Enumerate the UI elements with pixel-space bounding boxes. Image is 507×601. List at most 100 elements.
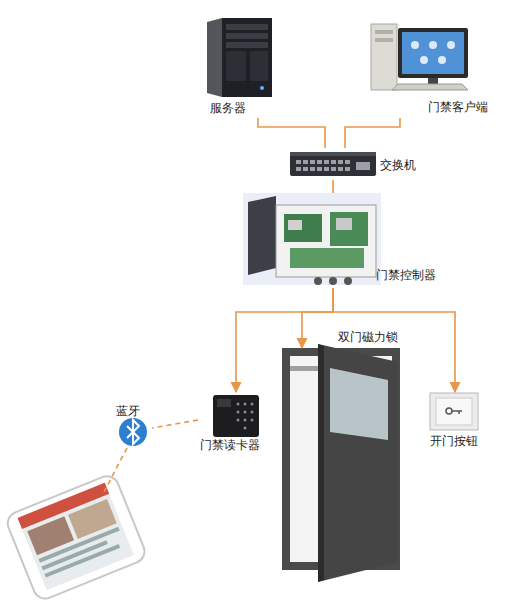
illustration-part [217, 399, 231, 407]
illustration-part [331, 167, 336, 171]
server-node: 服务器 [200, 15, 275, 118]
illustration-part [345, 160, 350, 164]
illustration-part [428, 78, 438, 84]
device-label: 交换机 [380, 158, 416, 173]
illustration-part [119, 418, 147, 446]
illustration-part [411, 41, 419, 49]
illustration-part [260, 86, 264, 90]
illustration-part [290, 152, 376, 176]
illustration-part [430, 393, 478, 430]
server-icon [207, 18, 272, 97]
illustration-part [243, 193, 381, 285]
bluetooth-node: 蓝牙 [112, 404, 152, 448]
switch-icon [290, 152, 376, 176]
illustration-part [438, 56, 446, 64]
illustration-part [398, 28, 468, 78]
device-label: 开门按钮 [430, 434, 478, 449]
illustration-part [331, 160, 336, 164]
illustration-part [248, 196, 276, 275]
illustration-part [375, 38, 393, 42]
illustration-part [18, 483, 134, 591]
illustration-part [345, 167, 350, 171]
illustration-part [226, 24, 268, 30]
exit-button-icon [430, 393, 478, 430]
device-label: 门禁客户端 [428, 100, 488, 115]
illustration-part [288, 220, 302, 230]
illustration-part [452, 410, 462, 412]
illustration-part [290, 366, 318, 371]
illustration-part [392, 84, 468, 90]
card-reader-icon [213, 395, 259, 437]
illustration-part [226, 42, 268, 48]
illustration-part [213, 395, 259, 437]
controller-icon [243, 193, 381, 285]
illustration-part [336, 218, 352, 230]
illustration-part [314, 277, 322, 285]
illustration-part [458, 411, 460, 414]
illustration-part [375, 30, 393, 34]
illustration-part [237, 411, 240, 414]
illustration-part [303, 167, 308, 171]
illustration-part [290, 152, 376, 156]
button-node: 开门按钮 [426, 392, 482, 450]
illustration-part [447, 41, 455, 49]
illustration-part [310, 167, 315, 171]
illustration-part [244, 403, 247, 406]
illustration-part [338, 167, 343, 171]
wireless-link [152, 420, 198, 428]
illustration-part [44, 544, 120, 578]
illustration-part [244, 427, 247, 430]
illustration-part [244, 419, 247, 422]
door-icon [286, 344, 398, 582]
illustration-part [429, 41, 437, 49]
cable-connector [236, 288, 333, 392]
illustration-part [371, 24, 397, 90]
bluetooth-icon [119, 418, 147, 446]
illustration-part [127, 420, 139, 444]
illustration-part [284, 214, 322, 242]
device-label: 服务器 [210, 101, 246, 116]
illustration-part [290, 248, 364, 268]
illustration-part [402, 32, 464, 74]
illustration-part [222, 18, 272, 97]
illustration-part [251, 419, 254, 422]
illustration-part [330, 212, 368, 246]
illustration-part [237, 403, 254, 430]
illustration-part [296, 160, 370, 171]
illustration-part [324, 160, 329, 164]
cable-connector [333, 288, 455, 392]
illustration-part [317, 160, 322, 164]
illustration-part [38, 527, 119, 563]
illustration-part [436, 398, 472, 425]
reader-node: 门禁读卡器 [198, 392, 264, 456]
cable-connector [258, 118, 325, 148]
lock-node: 双门磁力锁 [282, 348, 400, 570]
cable-connector [345, 118, 400, 148]
illustration-part [446, 408, 452, 414]
illustration-part [303, 160, 308, 164]
wireless-link [104, 448, 127, 492]
illustration-part [344, 277, 352, 285]
illustration-part [356, 162, 370, 170]
illustration-part [296, 160, 301, 164]
illustration-part [420, 56, 428, 64]
illustration-part [318, 344, 324, 582]
illustration-part [237, 403, 240, 406]
illustration-part [330, 368, 388, 440]
illustration-part [318, 344, 398, 582]
illustration-part [244, 411, 247, 414]
device-label: 双门磁力锁 [338, 330, 398, 345]
controller-node: 门禁控制器 [243, 193, 442, 288]
illustration-part [310, 160, 315, 164]
illustration-part [317, 167, 322, 171]
illustration-part [237, 419, 240, 422]
device-label: 门禁读卡器 [200, 438, 260, 453]
illustration-part [276, 205, 376, 277]
illustration-part [296, 167, 301, 171]
illustration-part [338, 160, 343, 164]
device-label: 门禁控制器 [376, 268, 436, 283]
illustration-part [251, 411, 254, 414]
illustration-part [324, 167, 329, 171]
